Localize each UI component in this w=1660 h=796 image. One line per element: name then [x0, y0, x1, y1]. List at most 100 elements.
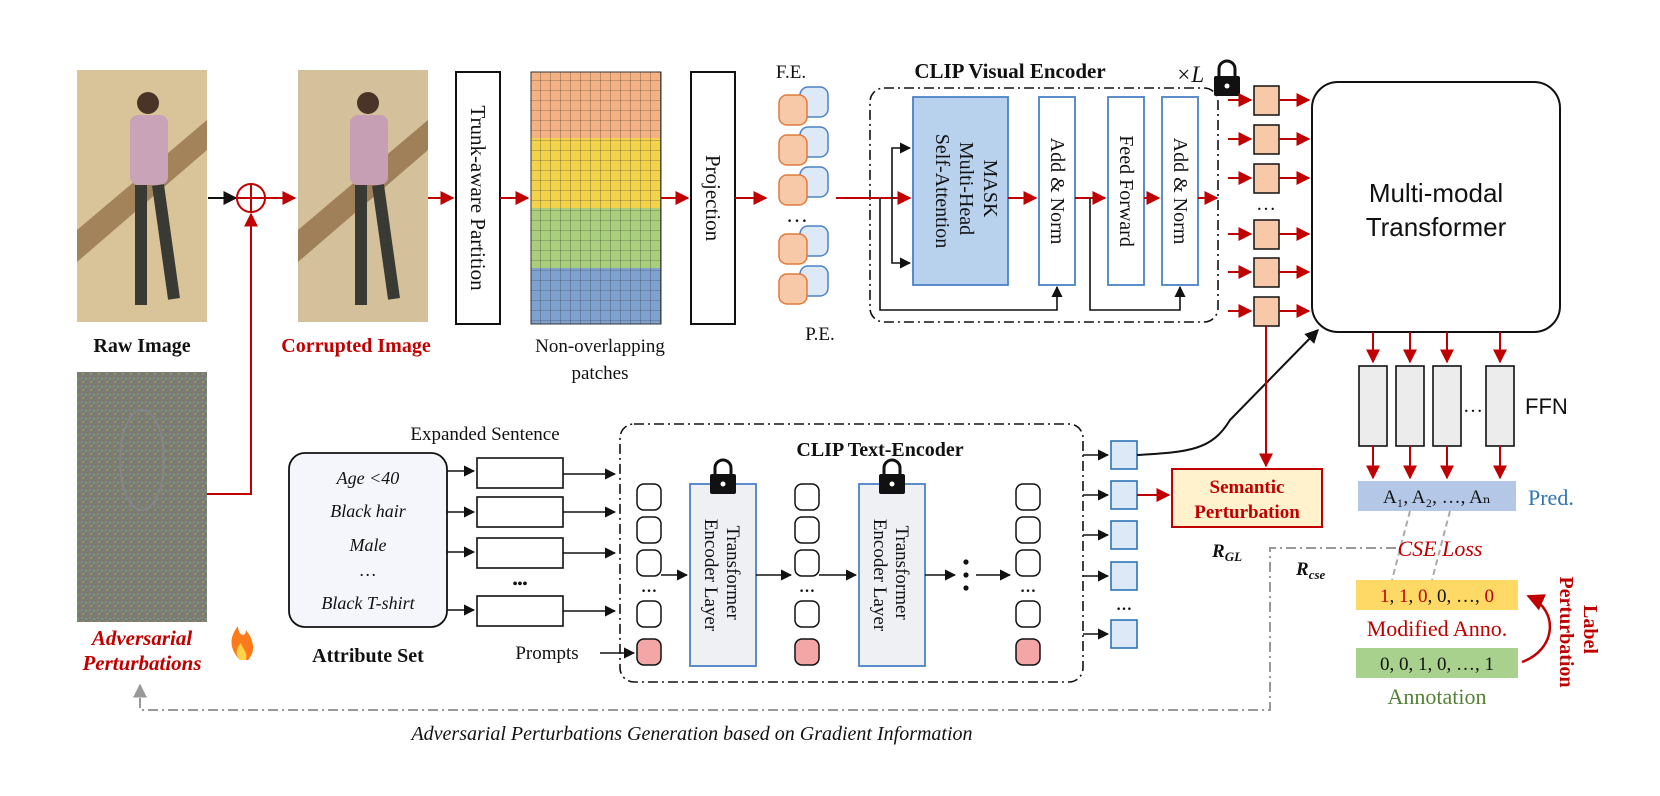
patches-label-line1: Non-overlapping: [535, 336, 665, 357]
attention-line2: Multi-Head: [955, 142, 977, 235]
attribute-item: Black hair: [330, 501, 406, 521]
adversarial-label-line2: Perturbations: [81, 651, 201, 675]
adversarial-label-line1: Adversarial: [90, 626, 193, 650]
multimodal-transformer-box: [1311, 81, 1561, 333]
arrow-skip-up: [891, 142, 912, 198]
add-norm-1-box: [1038, 96, 1076, 286]
ffn-label: FFN: [1525, 394, 1568, 419]
raw-image-label: Raw Image: [93, 335, 190, 357]
projection-label: Projection: [701, 155, 725, 242]
vertical-dots: [963, 559, 969, 591]
annotation-box: [1356, 648, 1518, 678]
visual-token-arrows: [1228, 93, 1311, 318]
label-perturbation-line1: Label: [1579, 605, 1601, 654]
trunk-partition-box: [455, 71, 501, 325]
add-norm-2-label: Add & Norm: [1169, 138, 1191, 245]
annotation-label: Annotation: [1388, 684, 1487, 709]
projection-box: [690, 71, 736, 325]
patches-grid: [530, 71, 662, 325]
svg-text:Transformer Encoder Layer: Transformer Encoder Layer: [700, 519, 743, 632]
text-token-column-2: [794, 483, 820, 666]
attribute-list: Age <40 Black hair Male … Black T-shirt: [321, 468, 415, 613]
corrupted-image: [298, 70, 428, 322]
feed-forward-box: [1107, 96, 1145, 286]
semantic-line1: Semantic: [1210, 477, 1285, 498]
text-output-arrows: [1083, 449, 1110, 640]
bottom-caption: Adversarial Perturbations Generation bas…: [409, 723, 972, 745]
ffn-arrows-in: [1366, 332, 1507, 364]
attribute-item: Age <40: [336, 468, 400, 488]
text-token-ellipsis: …: [799, 579, 815, 596]
embedding-tokens: [778, 86, 829, 305]
modified-anno-box: [1356, 580, 1518, 610]
attribute-item: …: [360, 560, 376, 580]
text-token-column-3: [1015, 483, 1041, 666]
arrow-residual-2: [1089, 198, 1186, 311]
expanded-sentence-label: Expanded Sentence: [410, 424, 559, 445]
text-output-ellipsis: …: [1116, 597, 1132, 614]
adversarial-perturbation-image: [77, 372, 207, 622]
pred-text: A₁, A₂, …, Aₙ: [1383, 487, 1491, 508]
attention-line3: Self-Attention: [931, 134, 953, 248]
attribute-item: Male: [349, 535, 387, 555]
text-encoder-frame: [619, 423, 1084, 683]
sentence-dots: •••: [513, 577, 528, 592]
text-encoder-layer-1: [689, 483, 757, 667]
modified-values: 1, 1, 0, 0, …, 0: [1380, 586, 1494, 607]
pe-label: P.E.: [805, 324, 835, 345]
add-norm-1-label: Add & Norm: [1046, 138, 1068, 245]
attribute-to-sentence-arrows: [447, 465, 476, 616]
r-cse-label: Rcse: [1295, 559, 1326, 582]
text-token-column-1: [636, 483, 662, 666]
gradient-feedback-loop: [133, 547, 1396, 711]
loss-dashed-links: [1391, 510, 1451, 581]
svg-text:Transformer Encoder Layer: Transformer Encoder Layer: [869, 519, 912, 632]
add-norm-2-box: [1161, 96, 1199, 286]
raw-image: [77, 70, 207, 322]
add-operator-icon: [236, 183, 266, 213]
token-ellipsis: …: [786, 202, 808, 227]
visual-encoder-frame: [869, 87, 1219, 323]
corrupted-image-label: Corrupted Image: [281, 335, 431, 357]
attribute-item: Black T-shirt: [321, 593, 415, 613]
svg-text:Label Perturbation: Label Perturbation: [1555, 576, 1601, 687]
arrow-noise-to-plus: [207, 212, 258, 495]
attention-line1: MASK: [979, 160, 1001, 218]
partition-label: Trunk-aware Partition: [466, 105, 490, 291]
cse-loss-label: CSE Loss: [1398, 536, 1483, 561]
fe-label: F.E.: [776, 62, 806, 83]
label-perturbation-arrow: [1521, 594, 1552, 664]
label-perturbation-line2: Perturbation: [1555, 576, 1577, 687]
layer2-line2: Encoder Layer: [869, 519, 890, 632]
ffn-ellipsis: …: [1463, 395, 1483, 417]
layer1-line1: Transformer: [722, 525, 743, 620]
pred-label: Pred.: [1528, 485, 1574, 510]
text-output-tokens: [1110, 440, 1138, 649]
text-token-ellipsis: …: [641, 579, 657, 596]
arrow-residual-1: [879, 198, 1063, 311]
lock-icon: [879, 458, 905, 494]
feed-forward-label: Feed Forward: [1115, 135, 1137, 247]
modified-anno-label: Modified Anno.: [1367, 616, 1508, 641]
expanded-sentence-boxes: [476, 457, 564, 627]
semantic-perturbation-box: [1171, 468, 1323, 528]
attribute-set-label: Attribute Set: [312, 645, 424, 667]
pred-box: [1358, 481, 1516, 511]
arrow-text-to-transformer: [1136, 328, 1319, 456]
visual-token-ellipsis: …: [1256, 193, 1276, 215]
patches-label-line2: patches: [572, 363, 629, 384]
lock-icon: [1214, 59, 1240, 96]
attention-block: [912, 96, 1009, 286]
layer-repeat-label: ×L: [1176, 62, 1204, 87]
attribute-set-box: [288, 452, 448, 628]
visual-encoder-title: CLIP Visual Encoder: [914, 59, 1105, 83]
ffn-arrows-out: [1366, 446, 1507, 480]
ffn-blocks: [1358, 365, 1515, 447]
lock-icon: [710, 458, 736, 494]
transformer-line1: Multi-modal: [1369, 178, 1503, 208]
transformer-line2: Transformer: [1366, 212, 1507, 242]
text-token-ellipsis: …: [1020, 579, 1036, 596]
layer1-line2: Encoder Layer: [700, 519, 721, 632]
arrow-skip-down: [891, 198, 912, 269]
